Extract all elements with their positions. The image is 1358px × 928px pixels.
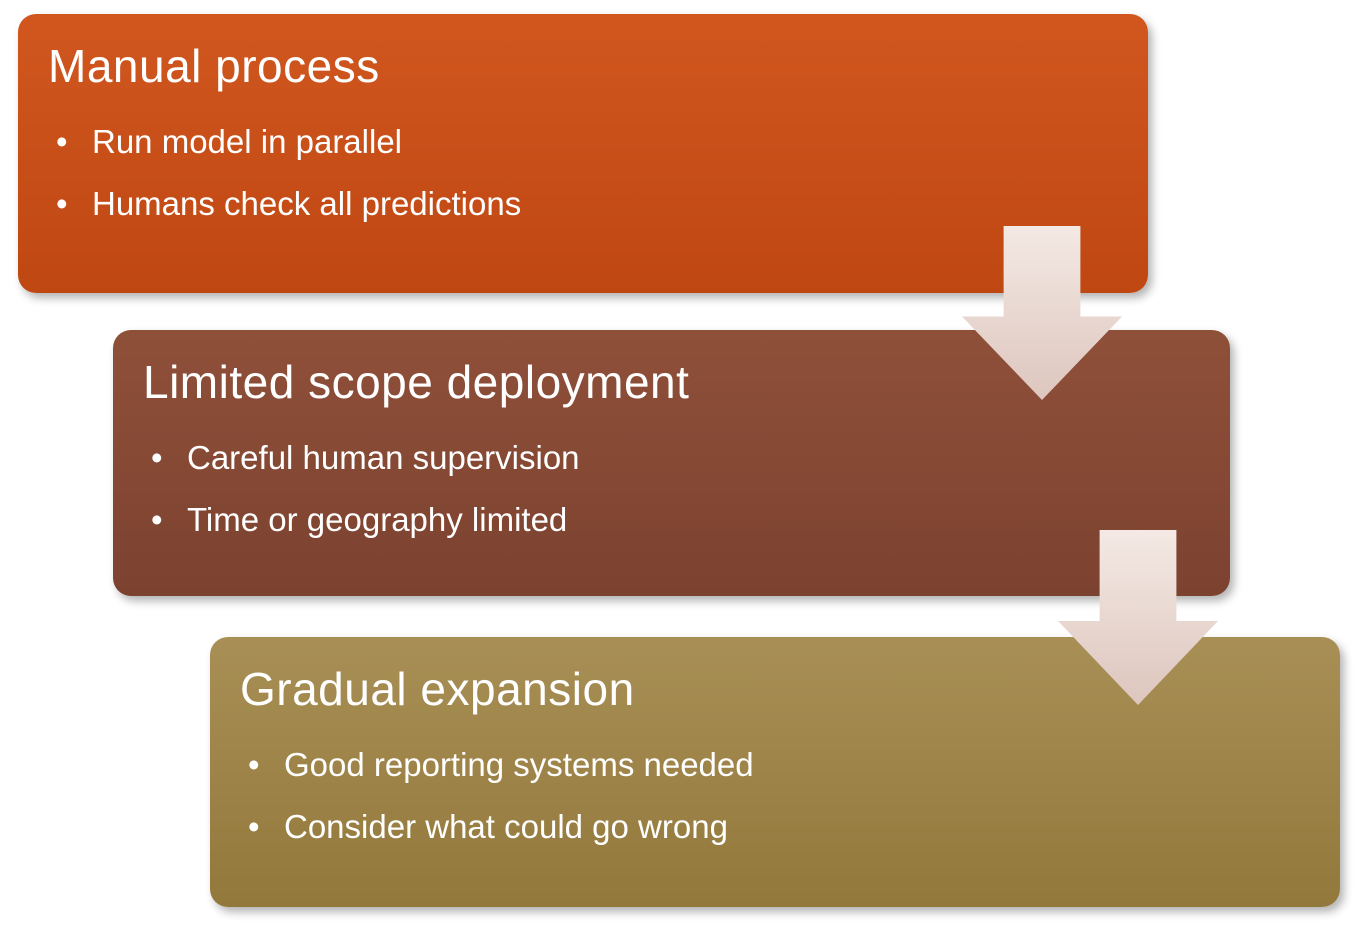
step-title: Limited scope deployment bbox=[143, 356, 690, 408]
step-title: Gradual expansion bbox=[240, 663, 635, 715]
bullet-list: Run model in parallel Humans check all p… bbox=[48, 111, 1118, 235]
bullet-list: Good reporting systems needed Consider w… bbox=[240, 734, 1310, 858]
bullet-item: Humans check all predictions bbox=[56, 173, 1118, 235]
bullet-list: Careful human supervision Time or geogra… bbox=[143, 427, 1200, 551]
bullet-item: Time or geography limited bbox=[151, 489, 1200, 551]
step-gradual-expansion: Gradual expansion Good reporting systems… bbox=[210, 637, 1340, 907]
bullet-item: Good reporting systems needed bbox=[248, 734, 1310, 796]
step-manual-process: Manual process Run model in parallel Hum… bbox=[18, 14, 1148, 293]
bullet-item: Run model in parallel bbox=[56, 111, 1118, 173]
bullet-item: Consider what could go wrong bbox=[248, 796, 1310, 858]
bullet-item: Careful human supervision bbox=[151, 427, 1200, 489]
step-title: Manual process bbox=[48, 40, 380, 92]
